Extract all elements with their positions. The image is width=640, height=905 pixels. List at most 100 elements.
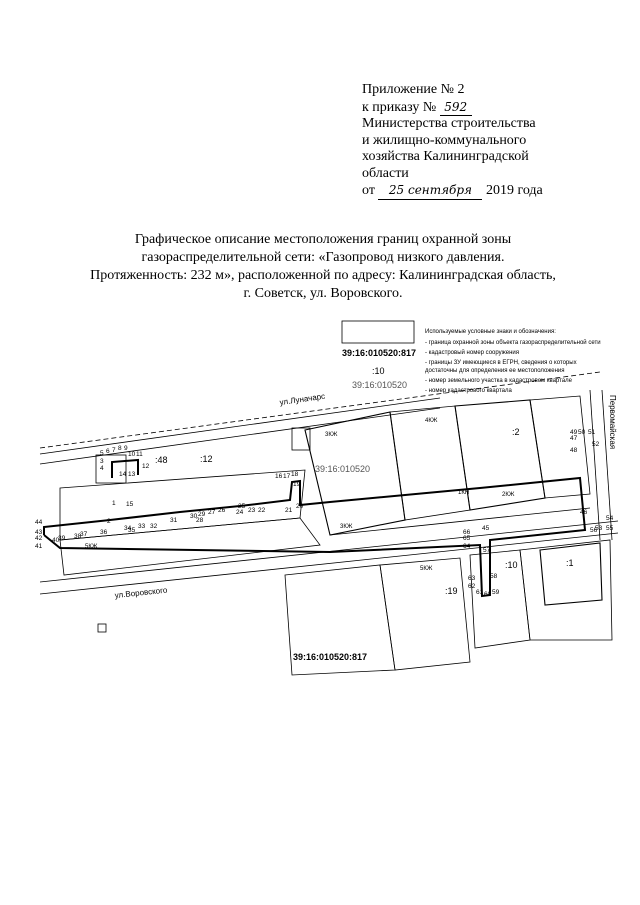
cad-bottom-label: 39:16:010520:817: [293, 652, 367, 662]
point-label: 10: [128, 451, 136, 458]
legend-sample-cadastral: 39:16:010520:817: [342, 348, 416, 358]
point-label: 34: [124, 525, 132, 532]
point-label: 56: [590, 527, 598, 534]
point-label: 28: [196, 517, 204, 524]
street-lunacharsky-label: ул.Луначарс: [279, 392, 326, 407]
point-label: 25: [238, 503, 246, 510]
order-number: 592: [439, 99, 472, 116]
point-label: 61: [476, 589, 484, 596]
legend-sample-parcel: :10: [372, 366, 385, 376]
parcel-10: :10: [505, 560, 518, 570]
point-label: 55: [606, 525, 614, 532]
point-label: 51: [588, 429, 596, 436]
point-label: 21: [285, 507, 293, 514]
point-label: 37: [80, 531, 88, 538]
point-label: 36: [100, 529, 108, 536]
appendix-line3: Министерства строительства: [362, 116, 536, 131]
document-title: Графическое описание местоположения гран…: [90, 232, 556, 301]
point-label: 20: [296, 503, 304, 510]
point-label: 5: [100, 450, 104, 457]
point-label: 14: [119, 471, 127, 478]
point-label: 24: [236, 509, 244, 516]
point-label: 30: [190, 513, 198, 520]
parcel-19: :19: [445, 586, 458, 596]
appendix-line6: области: [362, 165, 409, 181]
point-label: 52: [592, 441, 600, 448]
point-label: 50: [578, 429, 586, 436]
point-label: 46: [580, 509, 588, 516]
appendix-line5: хозяйства Калининградской: [362, 149, 529, 164]
appendix-date: от 25 сентября 2019 года: [362, 182, 543, 200]
point-label: 6: [106, 448, 110, 455]
point-label: 58: [490, 573, 498, 580]
point-label: 41: [35, 543, 43, 550]
svg-text:- номер земельного участка в к: - номер земельного участка в кадастровом…: [425, 378, 573, 384]
point-label: 3: [100, 458, 104, 465]
svg-text:- кадастровый номер сооружения: - кадастровый номер сооружения: [425, 349, 519, 356]
appendix-order: к приказу № 592: [362, 99, 543, 116]
point-label: 48: [570, 447, 578, 454]
point-label: 40: [52, 537, 60, 544]
svg-text:- границы ЗУ имеющиеся в ЕГРН,: - границы ЗУ имеющиеся в ЕГРН, сведения …: [425, 360, 577, 366]
legend-heading: Используемые условные знаки и обозначени…: [425, 329, 556, 335]
point-label: 7: [112, 447, 116, 454]
point-label: 62: [468, 583, 476, 590]
point-label: 35: [128, 527, 136, 534]
date-handwritten: 25 сентября: [378, 182, 483, 200]
point-label: 11: [136, 451, 143, 458]
quarter-label: 39:16:010520: [315, 464, 370, 474]
appendix-line4: и жилищно-коммунального: [362, 132, 527, 148]
point-label: 9: [124, 445, 128, 452]
point-label: 31: [170, 517, 178, 524]
point-label: 45: [482, 525, 490, 532]
point-label: 54: [606, 515, 614, 522]
point-label: 22: [258, 507, 266, 514]
point-label: 4: [100, 465, 104, 472]
point-label: 42: [35, 535, 43, 542]
point-label: 17: [283, 473, 291, 480]
svg-text:3КЖ: 3КЖ: [340, 524, 353, 530]
point-label: 43: [35, 529, 43, 536]
point-label: 26: [218, 507, 226, 514]
cadastral-map: 39:16:010520:817 :10 39:16:010520 Исполь…: [35, 320, 619, 676]
parcel-1: :1: [566, 558, 574, 568]
building-label: 3КЖ: [325, 432, 338, 438]
point-label: 13: [128, 471, 136, 478]
point-label: 66: [463, 529, 471, 536]
building-label4: 2КЖ: [502, 492, 515, 498]
point-label: 12: [142, 463, 150, 470]
point-label: 64: [463, 543, 471, 550]
point-label: 63: [468, 575, 476, 582]
point-label: 49: [570, 429, 578, 436]
parcel-12: :12: [200, 454, 213, 464]
point-label: 18: [291, 471, 299, 478]
point-label: 38: [74, 533, 82, 540]
point-label: 1: [112, 500, 116, 507]
point-label: 19: [293, 481, 301, 488]
svg-text:- граница охранной зоны объект: - граница охранной зоны объекта газорасп…: [425, 339, 601, 346]
street-pervomayskaya-label: Первомайская: [608, 395, 617, 449]
point-label: 15: [126, 501, 134, 508]
point-label: 16: [275, 473, 283, 480]
parcel-48: :48: [155, 455, 168, 465]
appendix-line1: Приложение № 2: [362, 82, 465, 97]
point-label: 59: [492, 589, 500, 596]
point-label: 33: [138, 523, 146, 530]
point-label: 60: [484, 591, 492, 598]
building-label2: 4КЖ: [425, 418, 438, 424]
point-label: 39: [58, 535, 66, 542]
point-label: 65: [463, 535, 471, 542]
svg-text:- номер кадастрового квартала: - номер кадастрового квартала: [425, 388, 512, 394]
point-label: 2: [107, 518, 111, 525]
point-label: 44: [35, 519, 43, 526]
point-label: 27: [208, 509, 216, 516]
point-label: 29: [198, 511, 206, 518]
building-label5: 1КН: [458, 490, 469, 496]
point-label: 32: [150, 523, 158, 530]
parcel-2: :2: [512, 427, 520, 437]
svg-text:достаточны для определения ее: достаточны для определения ее местополож…: [425, 368, 565, 374]
legend-sample-quarter: 39:16:010520: [352, 380, 407, 390]
point-label: 47: [570, 435, 578, 442]
street-vorovskogo-label: ул.Воровского: [114, 585, 168, 600]
building-label3: 5КЖ: [420, 566, 433, 572]
